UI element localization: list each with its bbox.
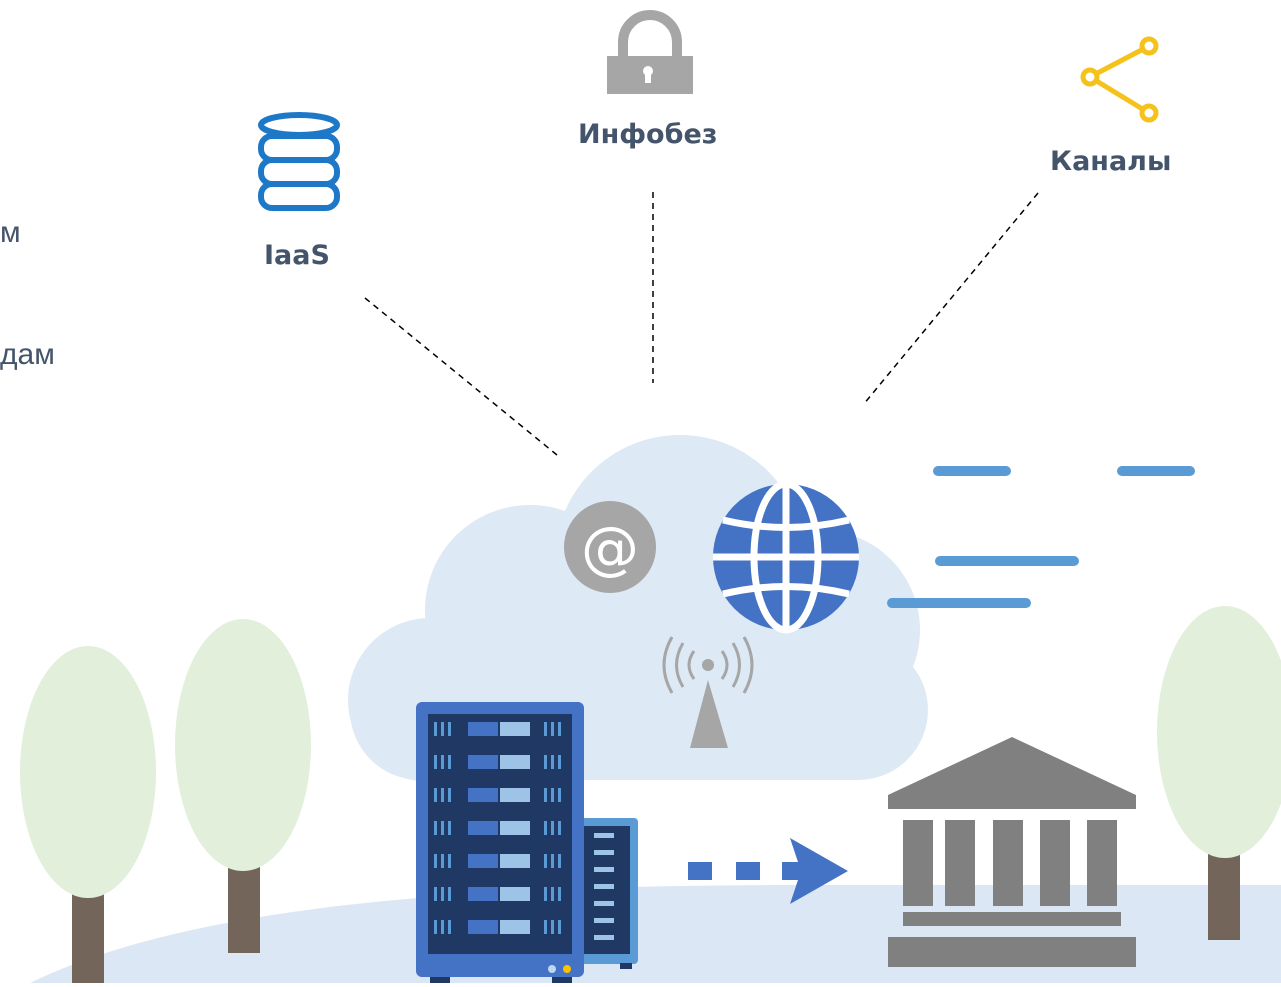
rack-slot-part (441, 788, 444, 802)
rack-slot-part (468, 854, 498, 868)
rack-slot-part (434, 821, 437, 835)
rack-slot-part (434, 920, 437, 934)
rack-slot-part (544, 887, 547, 901)
rack-slot-part (558, 821, 561, 835)
label-channels: Каналы (1050, 146, 1172, 177)
rack-slot-part (434, 854, 437, 868)
rack-slot-part (448, 722, 451, 736)
rack-slot-part (500, 887, 530, 901)
rack-slot-part (544, 920, 547, 934)
rack-slot-part (448, 788, 451, 802)
rack-slot-part (441, 920, 444, 934)
rack-slot-part (468, 821, 498, 835)
rack-slot-part (500, 821, 530, 835)
at-sign-icon: @ (564, 501, 656, 593)
rack-slot-part (551, 854, 554, 868)
rack-slot-part (441, 887, 444, 901)
rack-slot-part (468, 722, 498, 736)
side-text-line-2: дам (0, 338, 55, 371)
connector-channels (862, 192, 1039, 406)
rack-slot-part (551, 821, 554, 835)
rack-slot-part (551, 788, 554, 802)
data-flow-arrow (688, 838, 848, 904)
rack-slot-part (500, 722, 530, 736)
antenna-icon (662, 636, 754, 748)
rack-slot-part (558, 854, 561, 868)
rack-slot-part (551, 920, 554, 934)
rack-slot-part (544, 722, 547, 736)
rack-slot-part (434, 887, 437, 901)
rack-slot-part (500, 755, 530, 769)
database-icon (258, 112, 340, 211)
rack-slot-part (544, 788, 547, 802)
speed-lines (887, 466, 1195, 608)
rack-slot-part (468, 755, 498, 769)
rack-slot-part (441, 854, 444, 868)
svg-text:@: @ (581, 514, 639, 582)
rack-slot-part (558, 920, 561, 934)
rack-slot-part (434, 722, 437, 736)
connector-iaas (364, 297, 558, 456)
rack-slot-part (448, 854, 451, 868)
rack-slot-part (468, 920, 498, 934)
lock-icon (607, 10, 693, 94)
rack-slot-part (500, 854, 530, 868)
rack-slot-part (448, 887, 451, 901)
tree-3 (1157, 606, 1281, 940)
rack-slot-part (551, 722, 554, 736)
label-infosec: Инфобез (578, 119, 718, 150)
rack-slot-part (434, 755, 437, 769)
rack-slot-part (551, 887, 554, 901)
rack-slot-part (544, 755, 547, 769)
rack-slot-part (441, 722, 444, 736)
share-icon (1080, 36, 1159, 123)
rack-slot-part (441, 755, 444, 769)
server-rack (416, 702, 584, 983)
rack-slot-part (434, 788, 437, 802)
rack-slot-part (544, 821, 547, 835)
label-iaas: IaaS (264, 240, 330, 271)
rack-slot-part (558, 722, 561, 736)
side-text-line-1: м (0, 216, 21, 249)
tree-2 (175, 619, 311, 953)
rack-slot-part (544, 854, 547, 868)
tree-1 (20, 646, 156, 983)
rack-slot-part (468, 788, 498, 802)
rack-slot-part (448, 920, 451, 934)
rack-slot-part (558, 755, 561, 769)
rack-slot-part (558, 788, 561, 802)
rack-slot-part (441, 821, 444, 835)
rack-slot-part (558, 887, 561, 901)
globe-icon (713, 480, 859, 634)
rack-slot-part (551, 755, 554, 769)
rack-slot-part (448, 821, 451, 835)
rack-slot-part (448, 755, 451, 769)
bank-building-icon (888, 737, 1136, 967)
rack-slot-part (500, 788, 530, 802)
rack-slot-part (468, 887, 498, 901)
rack-slot-part (500, 920, 530, 934)
